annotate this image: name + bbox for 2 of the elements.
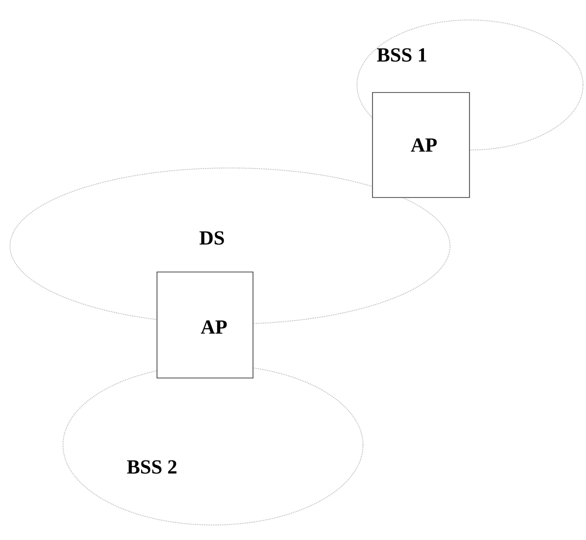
access-point-box: AP [156,272,254,378]
access-point-box: AP [372,92,470,198]
